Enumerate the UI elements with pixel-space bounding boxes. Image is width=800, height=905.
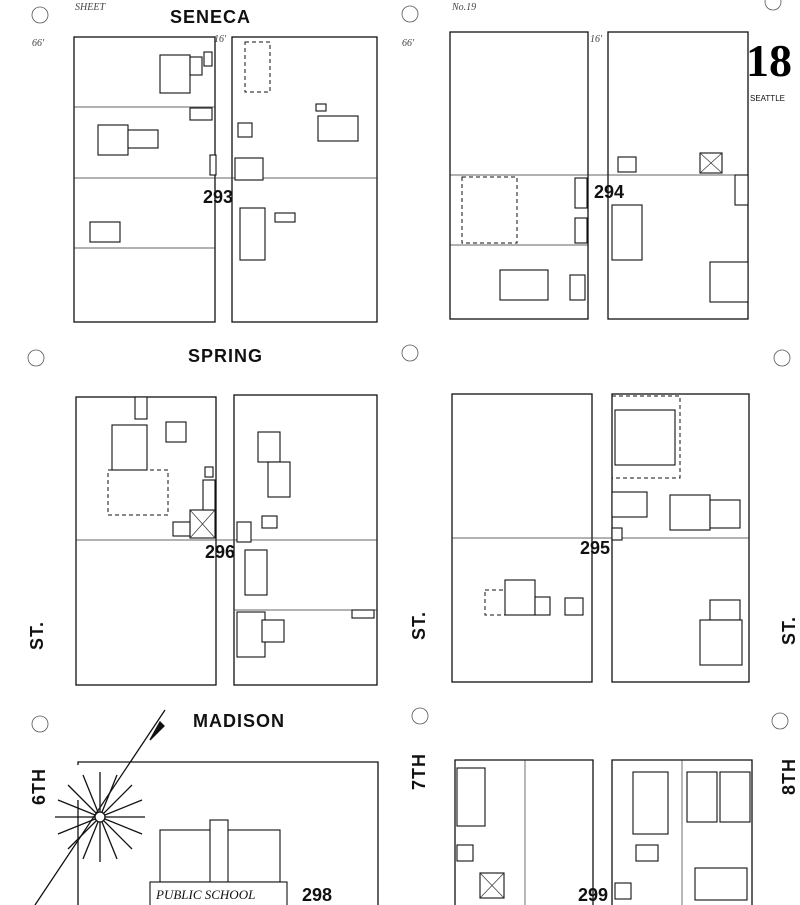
block-294: 294	[449, 31, 749, 320]
street-spring: SPRING	[188, 346, 263, 366]
street-width-label: 66'	[402, 38, 415, 49]
street-6th: 6TH	[29, 768, 49, 805]
street-8th: 8TH	[779, 758, 799, 795]
number-label: No.19	[451, 2, 476, 13]
block-number: 296	[205, 542, 235, 562]
street-7th-st: ST.	[409, 611, 429, 640]
school-label: PUBLIC SCHOOL	[155, 887, 255, 902]
block-293: 293	[73, 36, 378, 323]
alley-width-label: 16'	[214, 34, 227, 45]
street-seneca: SENECA	[170, 7, 251, 27]
city-label: SEATTLE	[750, 94, 785, 103]
sheet-number: 18	[746, 35, 792, 86]
block-295: 295	[451, 393, 750, 683]
street-madison: MADISON	[193, 711, 285, 731]
block-number: 294	[594, 182, 624, 202]
sheet-label: SHEET	[75, 2, 106, 13]
north-arrow-icon	[34, 709, 166, 905]
block-number: 298	[302, 885, 332, 905]
block-number: 293	[203, 187, 233, 207]
street-width-label: 66'	[32, 38, 45, 49]
street-7th: 7TH	[409, 753, 429, 790]
street-8th-st: ST.	[779, 616, 799, 645]
street-6th-st: ST.	[27, 621, 47, 650]
block-number: 295	[580, 538, 610, 558]
block-number: 299	[578, 885, 608, 905]
block-299: 299	[454, 759, 753, 905]
alley-width-label: 16'	[590, 34, 603, 45]
block-298: PUBLIC SCHOOL 298	[77, 761, 379, 905]
block-296: 296	[75, 394, 378, 686]
elevation-marker-icons	[27, 0, 791, 733]
